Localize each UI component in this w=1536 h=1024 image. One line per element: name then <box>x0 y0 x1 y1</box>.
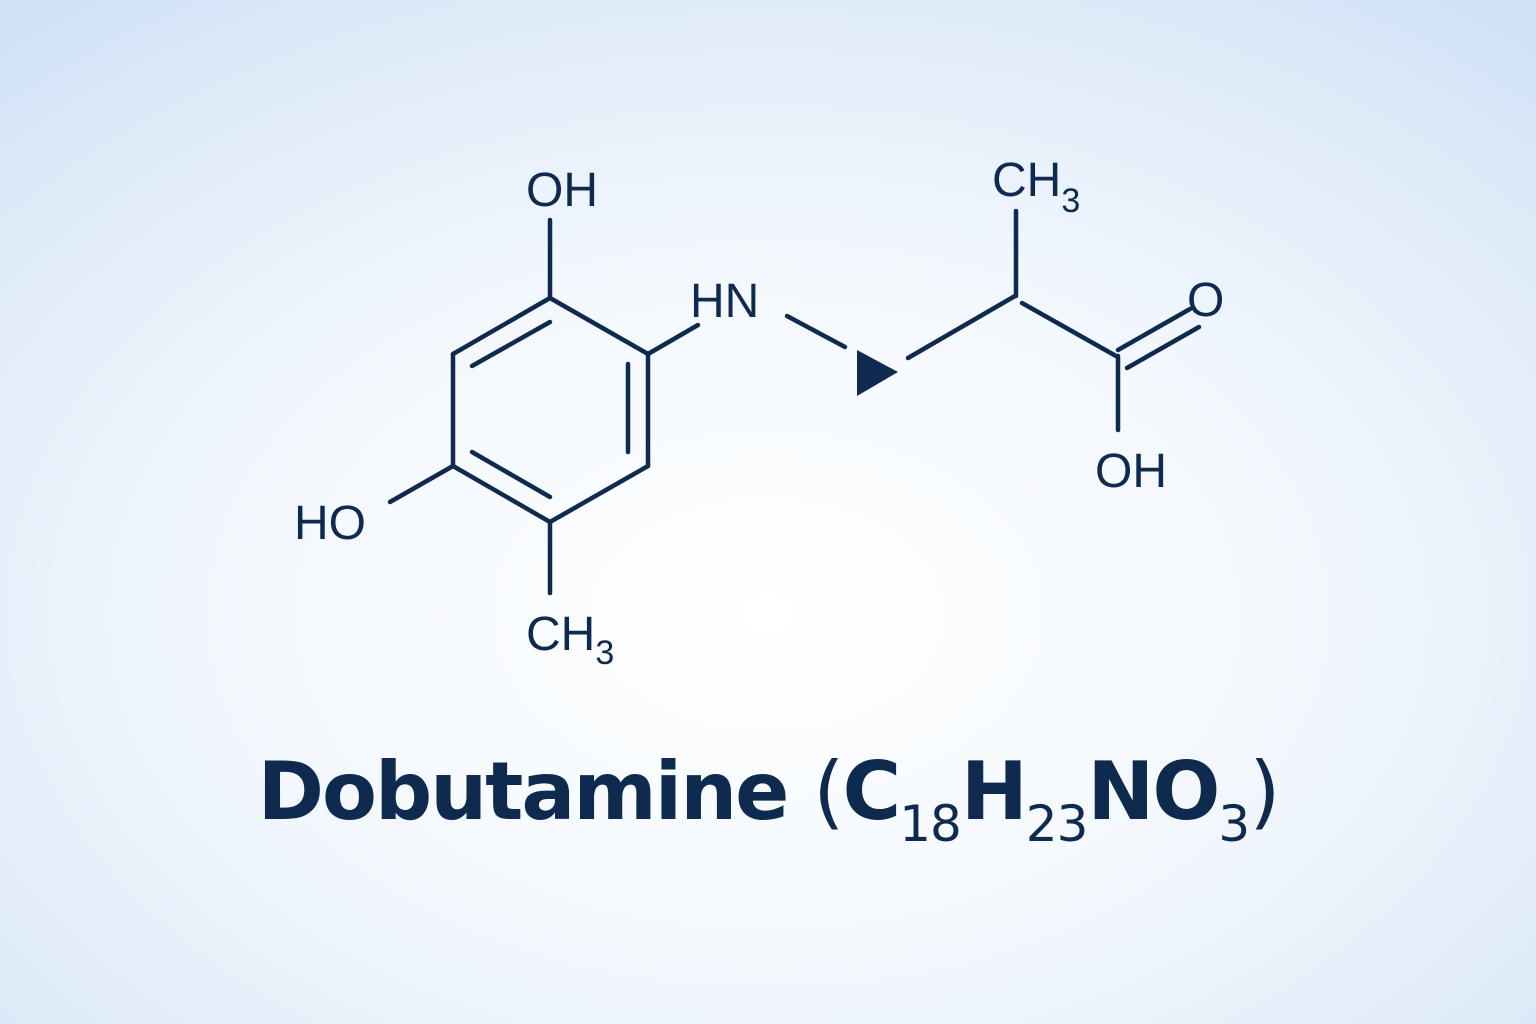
label-carbonyl-o: O <box>1187 274 1224 327</box>
formula-h-count: 23 <box>1025 795 1089 853</box>
formula-c-count: 18 <box>899 795 962 853</box>
formula-o: O <box>1152 745 1220 838</box>
formula: (C18H23NO3) <box>813 745 1280 853</box>
bond-ring-nh <box>645 322 701 357</box>
formula-c: C <box>842 745 901 838</box>
bond-chain-ch <box>905 293 1018 361</box>
compound-name: Dobutamine <box>257 745 790 838</box>
label-oh-top: OH <box>526 164 598 217</box>
formula-h: H <box>960 745 1028 838</box>
bond-carbonyl-1 <box>1115 306 1193 353</box>
compound-title: Dobutamine (C18H23NO3) <box>0 752 1536 850</box>
wedge-bond <box>857 350 898 396</box>
label-ch3-bottom: CH3 <box>526 608 614 672</box>
label-ho-left: HO <box>294 497 366 550</box>
formula-o-count: 3 <box>1218 795 1250 853</box>
label-ch3-top: CH3 <box>992 154 1080 220</box>
bond-carbonyl-2 <box>1124 324 1202 371</box>
bond-ring-ho <box>387 463 456 505</box>
label-hn: HN <box>690 275 759 328</box>
bond-ch-carboxyl <box>1019 300 1119 359</box>
bond-n-chain <box>784 313 848 350</box>
benzene-ring <box>450 295 651 525</box>
label-acid-oh: OH <box>1095 445 1167 498</box>
formula-n: N <box>1087 745 1154 838</box>
